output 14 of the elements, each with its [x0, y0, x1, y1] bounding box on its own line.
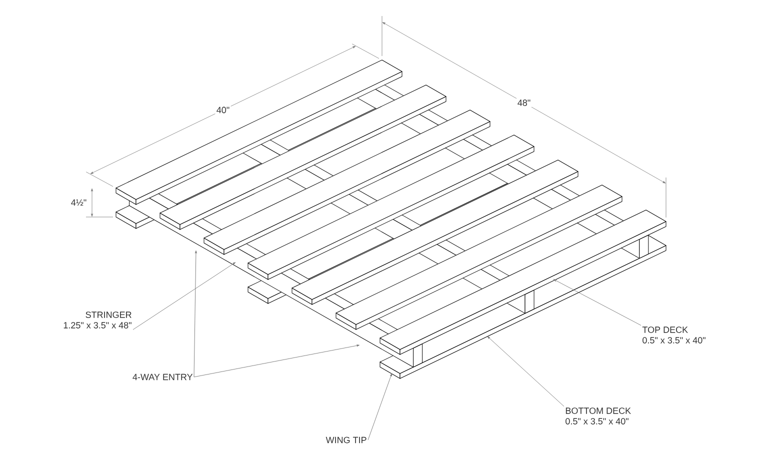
leader-line: [368, 373, 392, 440]
leader-line: [194, 344, 360, 378]
leader-line: [132, 262, 236, 330]
dimension-label: 48": [516, 98, 532, 108]
leader-line: [553, 279, 642, 326]
leader-line: [487, 336, 564, 407]
callout-label: STRINGER 1.25" x 3.5" x 48": [64, 312, 132, 328]
callout-label: 4-WAY ENTRY: [132, 374, 193, 380]
dimension-label: 40": [215, 106, 231, 114]
callout-label: BOTTOM DECK 0.5" x 3.5" x 40": [566, 408, 631, 424]
dimension-label: 4½": [70, 198, 88, 207]
leader-line: [194, 250, 197, 378]
callout-label: TOP DECK 0.5" x 3.5" x 40": [642, 326, 706, 344]
callout-label: WING TIP: [326, 436, 366, 444]
